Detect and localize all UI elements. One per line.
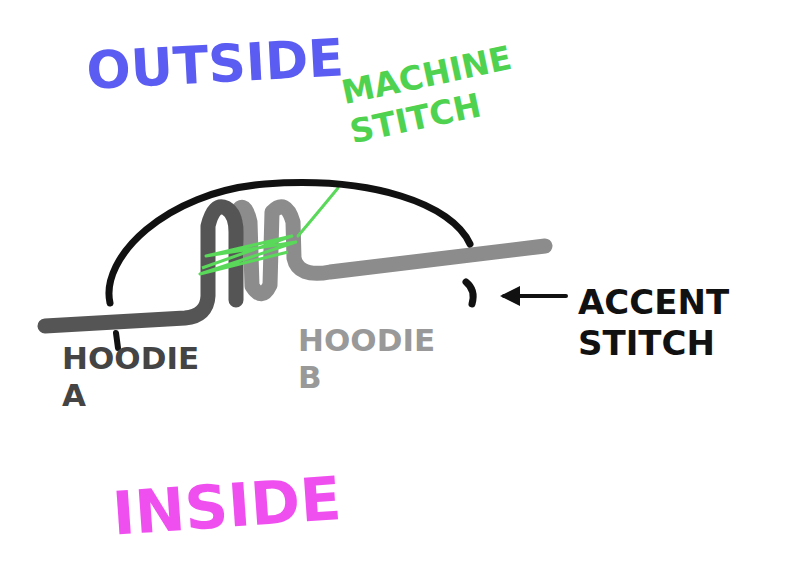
label-text: HOODIE A	[62, 340, 212, 414]
label-text: INSIDE	[110, 457, 414, 550]
label-text: ACCENT STITCH	[578, 282, 778, 364]
accent-stitch	[109, 183, 470, 303]
machine-stitch	[200, 236, 296, 274]
fabric-b	[240, 207, 545, 294]
leader-line	[298, 188, 338, 236]
label-text: MACHINE STITCH	[338, 26, 579, 151]
label-text: HOODIE B	[298, 322, 448, 396]
accent-stitch	[466, 282, 473, 304]
pointer-arrow	[504, 294, 566, 298]
